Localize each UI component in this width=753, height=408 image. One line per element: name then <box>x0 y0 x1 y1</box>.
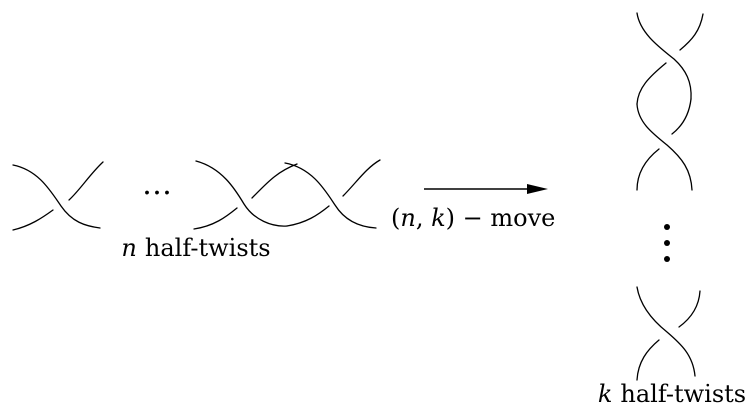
svg-text:…: … <box>142 167 172 202</box>
left-ellipsis: … <box>142 167 172 202</box>
left-twist-1 <box>12 161 104 231</box>
left-twist-2 <box>193 160 298 230</box>
right-twist-3 <box>636 286 701 381</box>
right-twist-1 <box>636 12 704 105</box>
left-twist-3 <box>284 159 381 229</box>
right-twist-2 <box>636 98 693 191</box>
right-ellipsis <box>664 224 670 262</box>
move-arrow <box>424 184 548 194</box>
move-label: (n, k) − move <box>391 204 555 232</box>
